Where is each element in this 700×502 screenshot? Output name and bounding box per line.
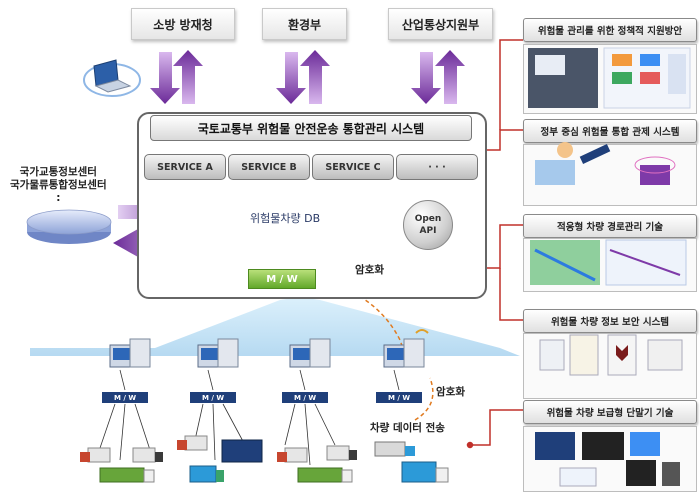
vehicle-transmission-label: 차량 데이터 전송 <box>370 422 445 434</box>
panel-title-control: 정부 중심 위험물 통합 관제 시스템 <box>523 119 697 143</box>
service-b: SERVICE B <box>228 154 310 180</box>
panel-image-policy <box>523 44 697 114</box>
encryption-label-node: 암호화 <box>436 386 465 398</box>
node-middleware-1: M / W <box>102 392 148 403</box>
open-api-badge: Open API <box>403 200 453 250</box>
panel-image-routing <box>523 238 697 292</box>
panel-title-routing: 적응형 차량 경로관리 기술 <box>523 214 697 238</box>
panel-title-terminal: 위험물 차량 보급형 단말기 기술 <box>523 400 697 424</box>
open-api-line2: API <box>419 226 437 236</box>
more-centers-mark: : <box>56 192 61 204</box>
national-traffic-center: 국가교통정보센터 <box>19 166 97 178</box>
db-label: 위험물차량 DB <box>250 212 321 225</box>
trucks <box>80 435 449 483</box>
service-c: SERVICE C <box>312 154 394 180</box>
node-middleware-3: M / W <box>282 392 328 403</box>
node-middleware-4: M / W <box>376 392 422 403</box>
panel-title-security: 위험물 차량 정보 보안 시스템 <box>523 309 697 333</box>
panel-image-control <box>523 144 697 206</box>
agency-box-environment: 환경부 <box>262 8 347 40</box>
node-links <box>99 369 400 466</box>
agency-label: 산업통상지원부 <box>401 17 480 32</box>
encryption-label-system: 암호화 <box>355 264 384 276</box>
open-api-line1: Open <box>414 214 442 224</box>
agency-box-fire: 소방 방재청 <box>131 8 235 40</box>
national-center-label: 국가교통정보센터 국가물류통합정보센터 : <box>10 166 107 205</box>
laptop-icon <box>83 59 141 97</box>
network-cloud <box>30 297 520 356</box>
service-more: · · · <box>396 154 478 180</box>
agency-arrows <box>150 50 465 104</box>
service-a: SERVICE A <box>144 154 226 180</box>
node-middleware-2: M / W <box>190 392 236 403</box>
server-nodes <box>109 329 429 368</box>
panel-image-terminal <box>523 426 697 492</box>
national-logistics-center: 국가물류통합정보센터 <box>10 179 107 191</box>
system-title: 국토교통부 위험물 안전운송 통합관리 시스템 <box>150 115 472 141</box>
agency-label: 환경부 <box>287 17 322 32</box>
agency-box-industry: 산업통상지원부 <box>388 8 493 40</box>
agency-label: 소방 방재청 <box>153 17 213 32</box>
national-center-disc <box>26 209 112 244</box>
panel-title-policy: 위험물 관리를 위한 정책적 지원방안 <box>523 18 697 42</box>
system-middleware: M / W <box>248 269 316 289</box>
panel-image-security <box>523 333 697 399</box>
